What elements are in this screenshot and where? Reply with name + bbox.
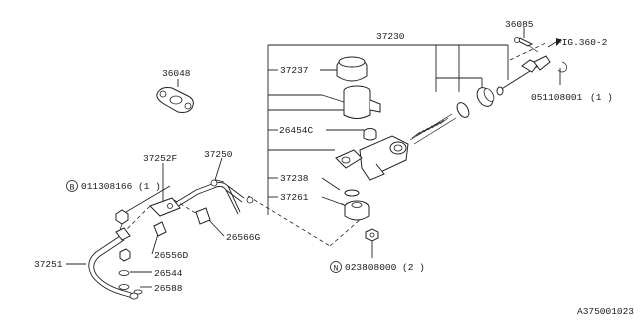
label-36048: 36048 [162, 68, 191, 79]
clutch-hose [88, 227, 139, 300]
clevis-pin [514, 37, 539, 53]
label-37252f: 37252F [143, 153, 178, 164]
nut-n-marker: N [330, 261, 342, 274]
label-bolt-b-qty: (1 ) [138, 181, 161, 192]
pipe-clip [195, 207, 211, 225]
fig-arrow-icon [547, 38, 562, 48]
hose-clip [153, 221, 167, 237]
dust-boot [476, 87, 495, 107]
reservoir-body [321, 85, 381, 119]
label-pin-qty: (1 ) [590, 92, 613, 103]
label-37237: 37237 [280, 65, 309, 76]
pipe-bracket [149, 197, 181, 217]
bolt-b-letter: B [70, 184, 75, 193]
label-pin-part: 051108001 [531, 92, 583, 103]
label-37230: 37230 [376, 31, 405, 42]
label-36085: 36085 [505, 19, 534, 30]
label-37238: 37238 [280, 173, 309, 184]
o-ring [456, 102, 470, 118]
label-nut-n-part: 023808000 [345, 262, 397, 273]
banjo-bolt [118, 248, 143, 295]
seal-ring [344, 189, 360, 197]
clutch-pipe [169, 179, 254, 215]
label-bolt-b-part: 011308166 [81, 181, 133, 192]
label-37250: 37250 [204, 149, 233, 160]
part-labels: 37230 36085 36048 37237 26454C 37238 372… [34, 19, 634, 317]
flange-nut [365, 228, 379, 242]
label-26454c: 26454C [279, 125, 314, 136]
mounting-bolt [115, 209, 129, 231]
leader-lines [66, 27, 561, 288]
footer-code: A375001023 [577, 306, 634, 317]
nut-n-letter: N [334, 265, 339, 274]
gasket [156, 87, 194, 113]
label-26566g: 26566G [226, 232, 261, 243]
label-37251: 37251 [34, 259, 63, 270]
master-cylinder-body [335, 135, 409, 181]
label-26556d: 26556D [154, 250, 189, 261]
reservoir-cap [336, 56, 368, 82]
label-37261: 37261 [280, 192, 309, 203]
split-pin [557, 61, 567, 73]
grommet [363, 128, 377, 141]
label-26544: 26544 [154, 268, 183, 279]
label-fig-ref: FIG.360-2 [556, 37, 608, 48]
push-rod [496, 55, 551, 96]
label-nut-n-qty: (2 ) [402, 262, 425, 273]
label-26588: 26588 [154, 283, 183, 294]
bolt-b-marker: B [66, 180, 78, 193]
piston-spring [409, 113, 457, 145]
cap-nut [344, 200, 370, 221]
